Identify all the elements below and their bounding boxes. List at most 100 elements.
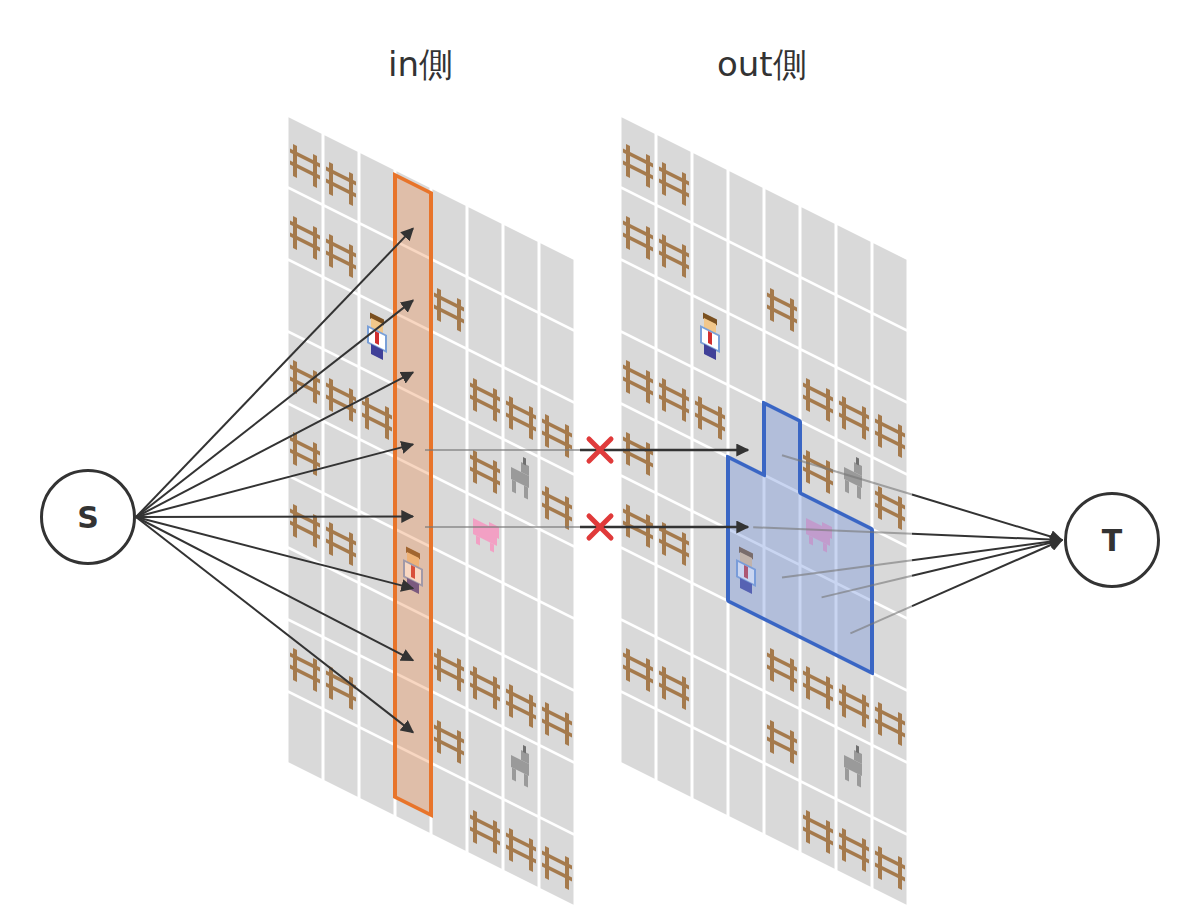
- source-arrow: [136, 515, 413, 518]
- fence-post: [329, 234, 333, 268]
- grid-cell: [694, 369, 727, 455]
- grid-cell: [541, 531, 574, 617]
- grid-cell: [433, 693, 466, 779]
- fence-rail: [290, 665, 320, 684]
- fence-post: [790, 730, 794, 764]
- goat-leg: [845, 768, 849, 782]
- grid-cell: [838, 225, 871, 311]
- grid-cell: [802, 207, 835, 293]
- fence-post: [349, 676, 353, 710]
- fence-rail: [659, 251, 689, 270]
- goat-leg: [524, 774, 528, 788]
- plane-heading: in側: [388, 42, 453, 88]
- grid-cell: [874, 675, 907, 761]
- sink-arrow: [912, 540, 1062, 576]
- grid-cell: [289, 621, 322, 707]
- grid-cell: [361, 729, 394, 815]
- fence-post: [565, 496, 569, 530]
- fence-post: [313, 514, 317, 548]
- fence-post: [662, 666, 666, 700]
- grid-cell: [433, 549, 466, 635]
- grid-cell: [505, 657, 538, 743]
- grid-cell: [622, 189, 655, 275]
- fence-post: [509, 828, 513, 862]
- grid-cell: [802, 711, 835, 797]
- fence-rail: [326, 179, 356, 198]
- grid-cell: [658, 711, 691, 797]
- terminal-circle: T: [1064, 492, 1160, 588]
- grid-cell: [658, 495, 691, 581]
- grid-cell: [505, 729, 538, 815]
- fence-post: [682, 172, 686, 206]
- fence-rail: [290, 161, 320, 180]
- grid-cell: [730, 171, 763, 257]
- terminal-label: T: [1102, 523, 1122, 558]
- source-arrow: [136, 300, 413, 517]
- grid-cell: [622, 117, 655, 203]
- fence-post: [349, 532, 353, 566]
- fence-post: [457, 658, 461, 692]
- fence-post: [565, 856, 569, 890]
- fence-post: [529, 406, 533, 440]
- grid-cell: [838, 297, 871, 383]
- in-plane: [287, 115, 575, 907]
- pig-leg: [476, 536, 480, 546]
- grid-cell: [469, 495, 502, 581]
- grid-cell: [505, 441, 538, 527]
- grid-cell: [433, 621, 466, 707]
- grid-cell: [658, 351, 691, 437]
- fence-rail: [875, 719, 905, 738]
- fence-post: [565, 424, 569, 458]
- fence-post: [626, 360, 630, 394]
- fence-post: [349, 172, 353, 206]
- grid-cell: [505, 369, 538, 455]
- terminal-circle: S: [40, 469, 136, 565]
- fence-post: [437, 648, 441, 682]
- grid-cell: [730, 243, 763, 329]
- grid-cell: [658, 279, 691, 365]
- fence-rail: [875, 431, 905, 450]
- source-arrow: [136, 444, 413, 517]
- grid-cell: [541, 387, 574, 473]
- grid-cell: [469, 351, 502, 437]
- grid-cell: [469, 639, 502, 725]
- fence-post: [509, 684, 513, 718]
- fence-post: [646, 442, 650, 476]
- grid-cell: [802, 783, 835, 869]
- fence-post: [473, 810, 477, 844]
- cross-arrow-hidden: [425, 526, 580, 528]
- fence-post: [313, 658, 317, 692]
- fence-rail: [362, 413, 392, 432]
- grid-cell: [766, 189, 799, 275]
- pig-head: [489, 522, 499, 539]
- grid-cell: [766, 693, 799, 779]
- source-arrow: [136, 517, 413, 732]
- fence-post: [842, 396, 846, 430]
- fence-post: [626, 504, 630, 538]
- fence-rail: [659, 539, 689, 558]
- grid-cell: [325, 567, 358, 653]
- fence-post: [493, 388, 497, 422]
- fence-post: [473, 378, 477, 412]
- fence-post: [878, 846, 882, 880]
- source-arrow: [136, 517, 413, 660]
- fence-rail: [767, 665, 797, 684]
- fence-rail: [434, 737, 464, 756]
- fence-rail: [542, 863, 572, 882]
- fence-post: [493, 676, 497, 710]
- grid-cell: [874, 747, 907, 833]
- fence-post: [806, 810, 810, 844]
- cross-arrow: [580, 449, 748, 452]
- grid-cell: [289, 117, 322, 203]
- out-plane: [620, 115, 908, 907]
- fence-post: [437, 288, 441, 322]
- goat-leg: [857, 774, 861, 788]
- fence-rail: [659, 395, 689, 414]
- grid-cell: [541, 675, 574, 761]
- fence-rail: [506, 413, 536, 432]
- fence-rail: [875, 503, 905, 522]
- grid-cell: [469, 207, 502, 293]
- grid-cell: [289, 261, 322, 347]
- fence-post: [826, 676, 830, 710]
- fence-post: [842, 684, 846, 718]
